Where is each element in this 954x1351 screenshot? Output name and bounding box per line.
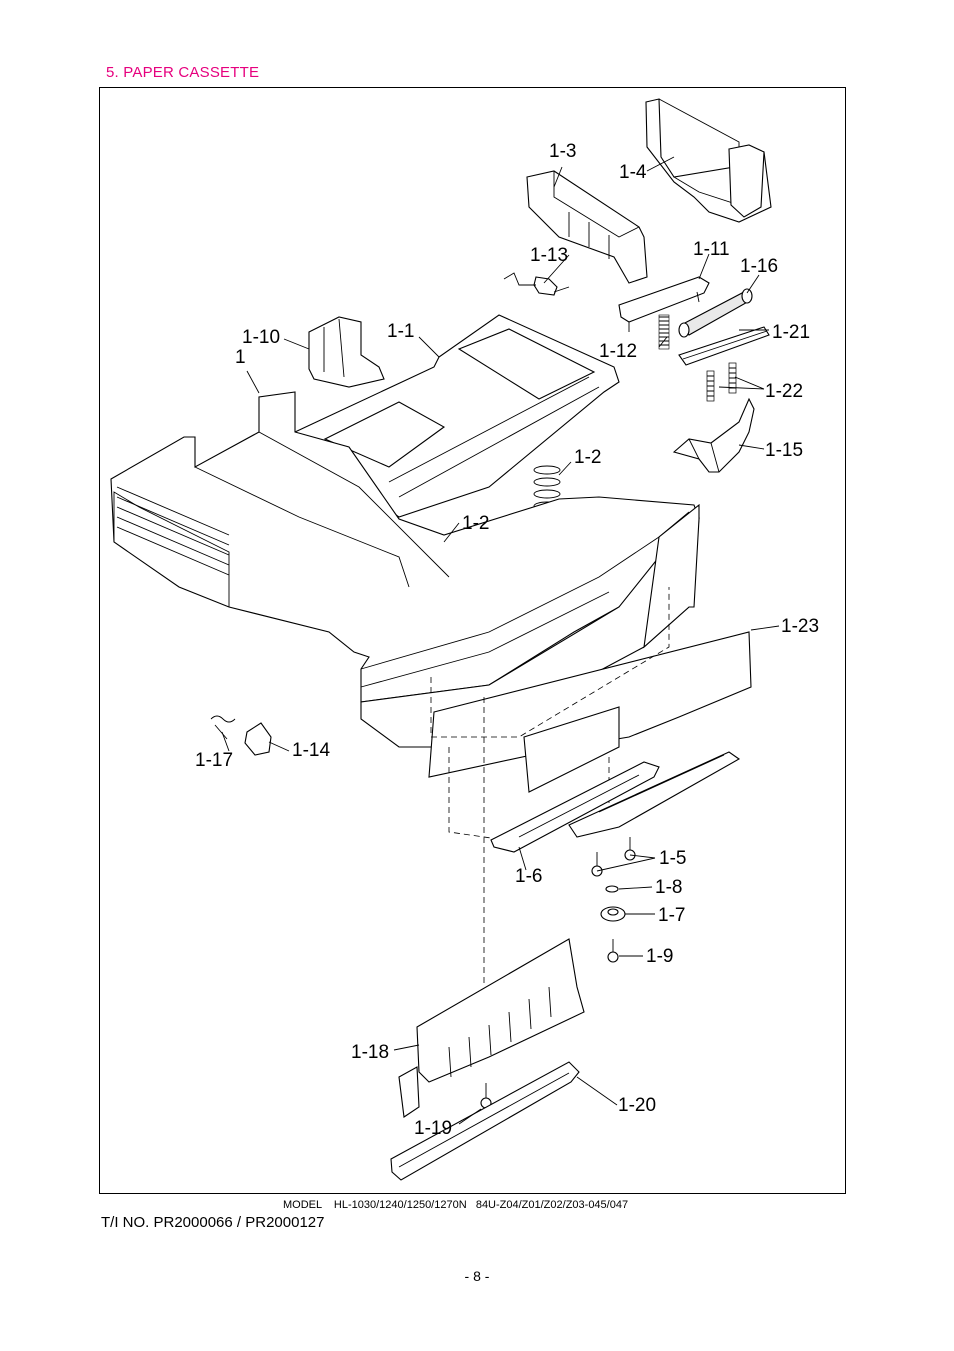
part-1-22-springs	[706, 362, 737, 402]
part-1-15-lever-assy	[672, 397, 755, 473]
part-1-6-rack	[490, 761, 660, 853]
label-1-19: 1-19	[414, 1118, 452, 1139]
label-1-14: 1-14	[292, 740, 330, 761]
label-1-3: 1-3	[549, 141, 576, 162]
label-1-5: 1-5	[659, 848, 686, 869]
part-1-5-rack-screws	[568, 751, 741, 877]
label-1-17: 1-17	[195, 750, 233, 771]
part-1-8-washer	[605, 885, 619, 893]
label-1-22: 1-22	[765, 381, 803, 402]
label-1-10: 1-10	[242, 327, 280, 348]
label-1-8: 1-8	[655, 877, 682, 898]
part-1-23-front-panel	[428, 587, 752, 778]
model-line: MODEL HL-1030/1240/1250/1270N 84U-Z04/Z0…	[283, 1199, 629, 1211]
label-1-9: 1-9	[646, 946, 673, 967]
label-1-4: 1-4	[619, 162, 647, 183]
part-1-12-spring	[658, 314, 670, 350]
section-title: 5. PAPER CASSETTE	[106, 64, 260, 81]
page-number: - 8 -	[464, 1268, 490, 1284]
label-1-11: 1-11	[693, 239, 730, 260]
label-1-1: 1-1	[387, 321, 414, 342]
exploded-parts-diagram: 1-3 1-4 1-11 1-13 1-16 1-1 1-10 1-21 1-1…	[110, 98, 819, 1181]
part-1-13-lever	[503, 272, 570, 296]
part-1-20-plate	[390, 1061, 580, 1181]
part-1-10-paper-stop	[308, 316, 385, 388]
leader-lines	[221, 156, 780, 1125]
diagram-frame	[99, 87, 846, 1194]
label-1-2-right: 1-2	[574, 447, 601, 468]
part-1-11-bracket	[618, 276, 710, 332]
part-labels: 1-3 1-4 1-11 1-13 1-16 1-1 1-10 1-21 1-1…	[195, 141, 819, 1139]
label-1: 1	[235, 347, 246, 368]
part-1-9-screw	[607, 939, 619, 963]
part-1-1-plate	[294, 314, 620, 518]
label-1-18: 1-18	[351, 1042, 389, 1063]
inner-window-panel	[523, 706, 620, 793]
label-1-6: 1-6	[515, 866, 542, 887]
part-1-18-cover	[398, 938, 585, 1118]
label-1-21: 1-21	[772, 322, 810, 343]
part-1-16-roller	[678, 288, 753, 338]
part-1-14-clip	[244, 722, 272, 756]
label-1-2-left: 1-2	[462, 513, 489, 534]
label-1-13: 1-13	[530, 245, 568, 266]
label-1-15: 1-15	[765, 440, 803, 461]
label-1-12: 1-12	[599, 341, 637, 362]
label-1-23: 1-23	[781, 616, 819, 637]
part-1-7-gear	[600, 906, 626, 922]
part-1-4-rear-cover	[645, 98, 772, 223]
label-1-16: 1-16	[740, 256, 778, 277]
label-1-7: 1-7	[658, 905, 685, 926]
part-1-3-guide	[526, 170, 648, 284]
part-1-21-shaft	[678, 326, 770, 366]
ti-number: T/I NO. PR2000066 / PR2000127	[101, 1214, 325, 1231]
part-1-19-screw	[480, 1083, 492, 1109]
part-1-17-spring	[210, 715, 236, 740]
label-1-20: 1-20	[618, 1095, 656, 1116]
